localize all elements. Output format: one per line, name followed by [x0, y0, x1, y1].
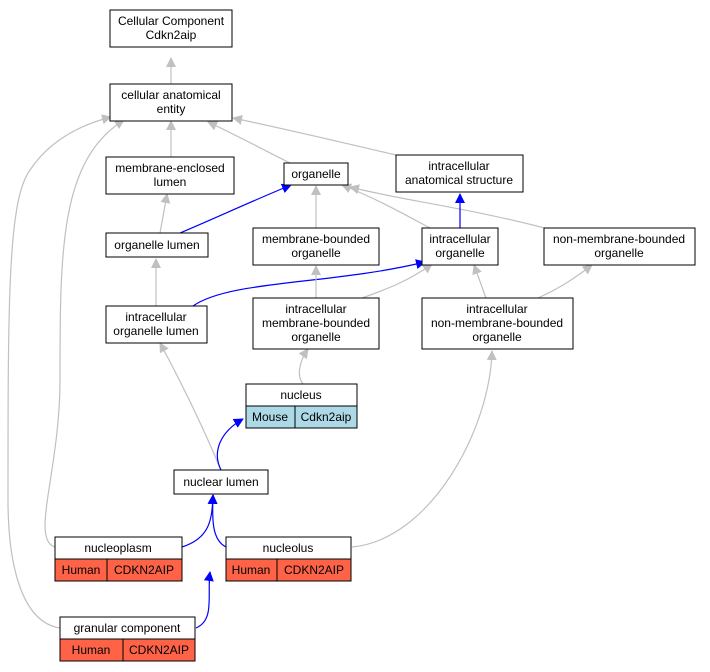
- species-label: Human: [62, 563, 101, 577]
- node-non-membrane-bounded-organelle[interactable]: non-membrane-bounded organelle: [543, 227, 696, 266]
- edge-granular-to-nucleolus: [195, 571, 214, 629]
- species-label: Human: [232, 563, 271, 577]
- node-label-line: membrane-bounded: [262, 232, 370, 246]
- edge-nuclearlumen-to-nucleus: [216, 418, 244, 471]
- gene-cell-mouse: [294, 405, 358, 429]
- node-label-line: Cellular Component: [118, 14, 225, 28]
- edge-ias-to-cae: [232, 114, 397, 156]
- node-intracellular-organelle[interactable]: intracellular organelle: [421, 227, 499, 266]
- node-label-line: non-membrane-bounded: [431, 316, 563, 330]
- node-nucleus[interactable]: nucleus Mouse Cdkn2aip: [245, 383, 358, 429]
- node-label-line: organelle: [291, 330, 341, 344]
- node-label-line: intracellular: [428, 159, 489, 173]
- node-membrane-enclosed-lumen[interactable]: membrane-enclosed lumen: [105, 156, 235, 195]
- edge-inmbo-to-io: [472, 264, 487, 299]
- gene-cell-human: [122, 638, 196, 662]
- edge-organelle-to-cae: [207, 121, 291, 164]
- edge-inmbo-to-nmbo: [537, 264, 593, 299]
- node-cellular-anatomical-entity[interactable]: cellular anatomical entity: [109, 83, 233, 122]
- node-label-line: granular component: [74, 621, 181, 635]
- node-label-line: organelle lumen: [114, 238, 199, 252]
- gene-cell-human: [276, 558, 352, 582]
- node-intracellular-organelle-lumen[interactable]: intracellular organelle lumen: [105, 305, 208, 344]
- node-label-line: intracellular: [429, 232, 490, 246]
- node-intracellular-non-membrane-bounded-organelle[interactable]: intracellular non-membrane-bounded organ…: [421, 297, 574, 350]
- node-organelle-lumen[interactable]: organelle lumen: [105, 232, 209, 258]
- edge-iol-to-io: [192, 259, 426, 307]
- node-intracellular-anatomical-structure[interactable]: intracellular anatomical structure: [395, 154, 524, 193]
- node-label-line: Cdkn2aip: [146, 28, 197, 42]
- edge-nucleus-to-imbo: [298, 348, 309, 385]
- edge-nmbo-to-organelle: [349, 184, 553, 231]
- node-nuclear-lumen[interactable]: nuclear lumen: [173, 469, 269, 495]
- edge-nucleolus-to-inmbo: [351, 350, 497, 548]
- species-label: Mouse: [252, 410, 288, 424]
- node-label-line: lumen: [154, 175, 187, 189]
- gene-label: CDKN2AIP: [129, 643, 189, 657]
- node-granular-component[interactable]: granular component Human CDKN2AIP: [59, 616, 196, 662]
- node-nucleoplasm[interactable]: nucleoplasm Human CDKN2AIP: [54, 536, 183, 582]
- edge-orglumen-to-organelle: [179, 183, 292, 234]
- node-label-line: intracellular: [285, 302, 346, 316]
- node-label-line: cellular anatomical: [121, 88, 220, 102]
- edge-nucleolus-to-nuclearlumen: [207, 494, 227, 548]
- node-label-line: non-membrane-bounded: [553, 232, 685, 246]
- node-organelle[interactable]: organelle: [283, 162, 349, 186]
- species-label: Human: [72, 643, 111, 657]
- edges: [7, 57, 593, 629]
- gene-label: CDKN2AIP: [114, 563, 174, 577]
- edge-nucleoplasm-to-nuclearlumen: [181, 494, 218, 548]
- node-label-line: organelle: [291, 167, 341, 181]
- node-nucleolus[interactable]: nucleolus Human CDKN2AIP: [225, 536, 352, 582]
- node-label-line: nucleolus: [263, 541, 314, 555]
- node-label-line: organelle: [594, 246, 644, 260]
- edge-imbo-to-io: [361, 263, 433, 299]
- node-label-line: entity: [157, 102, 186, 116]
- gene-label: CDKN2AIP: [284, 563, 344, 577]
- node-membrane-bounded-organelle[interactable]: membrane-bounded organelle: [252, 227, 380, 266]
- node-cellular-component-root[interactable]: Cellular Component Cdkn2aip: [109, 9, 233, 48]
- nodes: Cellular Component Cdkn2aip cellular ana…: [54, 9, 696, 662]
- node-label-line: nucleoplasm: [84, 541, 151, 555]
- node-label-line: nucleus: [280, 388, 321, 402]
- node-label-line: organelle: [435, 246, 485, 260]
- node-label-line: anatomical structure: [405, 173, 513, 187]
- node-label-line: membrane-bounded: [262, 316, 370, 330]
- gene-label: Cdkn2aip: [301, 410, 352, 424]
- edge-nuclearlumen-to-iol: [159, 342, 222, 471]
- node-intracellular-membrane-bounded-organelle[interactable]: intracellular membrane-bounded organelle: [252, 297, 380, 350]
- edge-granular-to-cae: [7, 114, 112, 629]
- node-label-line: nuclear lumen: [183, 475, 258, 489]
- node-label-line: intracellular: [125, 310, 186, 324]
- node-label-line: organelle: [291, 246, 341, 260]
- node-label-line: organelle lumen: [113, 324, 198, 338]
- node-label-line: organelle: [472, 330, 522, 344]
- node-label-line: membrane-enclosed: [115, 161, 224, 175]
- gene-cell-human: [106, 558, 183, 582]
- node-label-line: intracellular: [466, 302, 527, 316]
- edge-nucleoplasm-to-cae: [44, 119, 125, 548]
- edge-orglumen-to-mel: [159, 193, 171, 234]
